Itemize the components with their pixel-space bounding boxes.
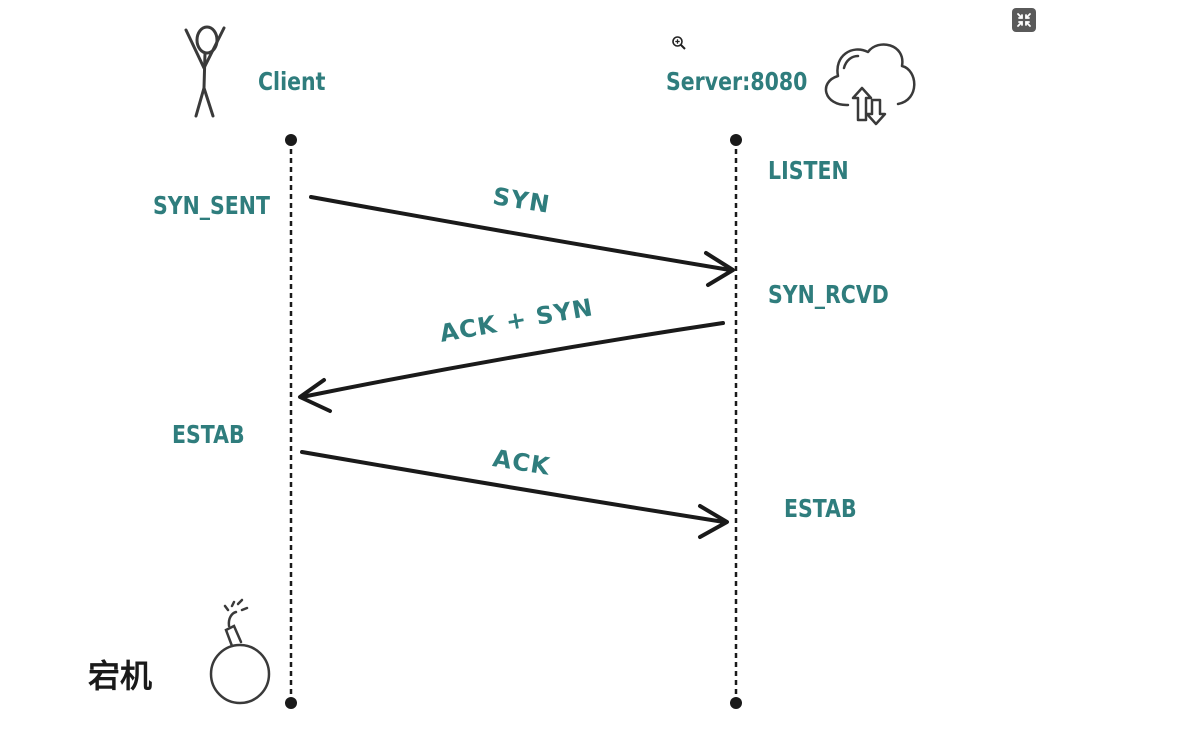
syn-arrow [309, 195, 735, 287]
crash-label: 宕机 [88, 657, 153, 695]
fullscreen-exit-button[interactable] [1012, 8, 1036, 32]
state-syn-sent: SYN_SENT [153, 191, 270, 220]
cloud-upload-download-icon [824, 43, 916, 126]
server-lifeline [730, 134, 742, 709]
client-lifeline [285, 134, 297, 709]
state-client-estab: ESTAB [172, 420, 245, 449]
zoom-in-icon[interactable] [671, 35, 687, 51]
state-listen: LISTEN [768, 156, 849, 185]
stick-figure-icon [184, 25, 226, 118]
state-syn-rcvd: SYN_RCVD [768, 280, 889, 309]
server-label: Server:8080 [666, 67, 808, 96]
bomb-icon [209, 598, 271, 705]
fullscreen-exit-icon [1017, 13, 1031, 27]
state-server-estab: ESTAB [784, 494, 857, 523]
ack-syn-arrow [298, 321, 725, 413]
ack-arrow [300, 450, 729, 539]
client-label: Client [258, 67, 326, 96]
